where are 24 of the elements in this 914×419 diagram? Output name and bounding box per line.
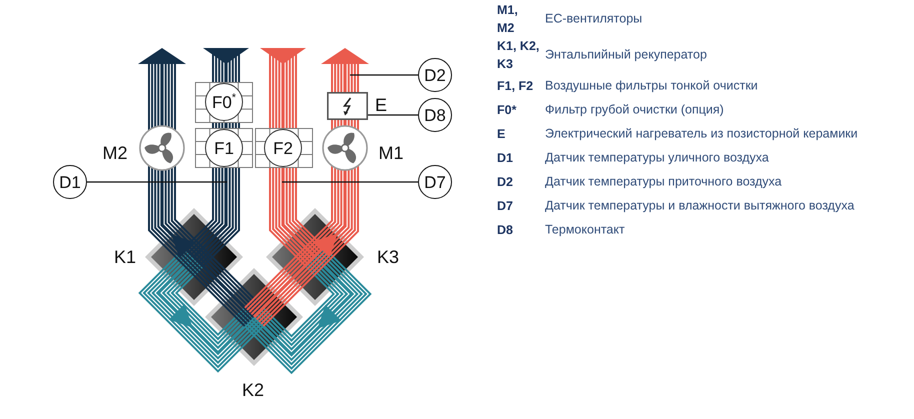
part-label: M2 (102, 144, 128, 162)
symbol-code: F0* (497, 103, 516, 117)
symbol-code: K1, K2, K3 (497, 39, 540, 71)
symbol-description: Энтальпийный рекуператор (545, 48, 707, 62)
part-label: K2 (242, 381, 264, 399)
symbol-description: Воздушные фильтры тонкой очистки (545, 78, 758, 94)
symbol-code: D2 (497, 175, 513, 189)
symbol-description: Электрический нагреватель из позисторной керамики (545, 126, 858, 142)
symbol-code: D1 (497, 151, 513, 165)
symbol-description: EC-вентиляторы (545, 12, 642, 26)
symbol-code: F1, F2 (497, 79, 534, 93)
part-label: K1 (114, 248, 136, 266)
symbol-description: Датчик температуры уличного воздуха (545, 150, 769, 166)
part-label: K3 (376, 248, 400, 266)
symbol-code: E (497, 127, 506, 141)
symbol-description: Датчик температуры приточного воздуха (545, 174, 782, 190)
part-label: M1 (378, 144, 404, 162)
symbol-code: D7 (497, 199, 513, 213)
part-label: E (375, 96, 387, 114)
symbol-code: M1, M2 (497, 3, 518, 35)
symbol-description: Фильтр грубой очистки (опция) (545, 102, 724, 118)
symbol-description: Термоконтакт (545, 222, 625, 238)
symbol-code: D8 (497, 223, 513, 237)
symbol-description: Датчик температуры и влажности вытяжного воздуха (545, 198, 854, 214)
